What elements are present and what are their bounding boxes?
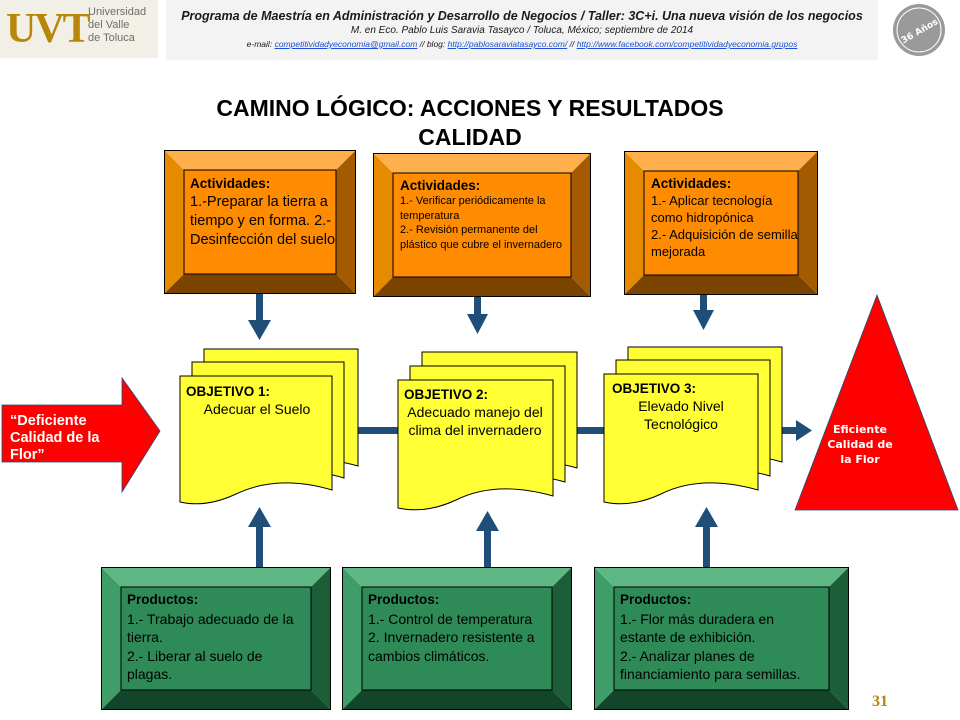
anniversary-seal-icon: 36 Años — [893, 4, 945, 56]
product-text: Productos: 1.- Control de temperatura 2.… — [368, 591, 550, 693]
university-line: Universidad — [88, 6, 147, 18]
bevel-frame — [624, 151, 818, 295]
objective-2-text: OBJETIVO 2: Adecuado manejo del clima de… — [400, 386, 550, 439]
product-label: Productos: — [620, 592, 692, 607]
product-box-2: Productos: 1.- Control de temperatura 2.… — [342, 567, 572, 710]
logo-text: UVT — [6, 6, 91, 52]
title-line: CAMINO LÓGICO: ACCIONES Y RESULTADOS — [216, 95, 724, 121]
email-prefix: e-mail: — [246, 39, 273, 49]
product-line: 1.- Control de temperatura — [368, 610, 533, 627]
header: UVT Universidad del Valle de Toluca Prog… — [0, 0, 960, 62]
program-line: Programa de Maestría en Administración y… — [181, 9, 863, 23]
objective-description: Adecuado manejo del clima del invernader… — [407, 404, 543, 438]
objective-1-text: OBJETIVO 1: Adecuar el Suelo — [182, 383, 332, 418]
product-label: Productos: — [368, 592, 440, 607]
start-condition-label: “Deficiente Calidad de la Flor” — [10, 413, 100, 463]
page-title: CAMINO LÓGICO: ACCIONES Y RESULTADOS CAL… — [180, 94, 760, 152]
objective-1-document-stack — [179, 348, 359, 505]
university-line: de Toluca — [88, 32, 135, 44]
activity-line: 2.- Adquisición de semilla mejorada — [651, 227, 798, 259]
activity-label: Actividades: — [190, 176, 271, 191]
up-arrow-icon — [695, 507, 718, 567]
product-line: 1.- Trabajo adecuado de la tierra. — [127, 610, 294, 646]
activity-text: Actividades: 1.- Verificar periódicament… — [400, 177, 574, 295]
up-arrow-icon — [476, 511, 499, 567]
product-line: 2.- Liberar al suelo de plagas. — [127, 647, 263, 683]
objective-2-document-stack — [397, 351, 578, 511]
activity-line: 1.- Verificar periódicamente la temperat… — [400, 195, 546, 222]
arrow-to-result-icon — [782, 420, 812, 441]
objective-3-text: OBJETIVO 3: Elevado Nivel Tecnológico — [606, 380, 756, 433]
bevel-frame — [164, 150, 356, 294]
down-arrow-icon — [248, 294, 271, 340]
connector-line — [358, 427, 398, 434]
activity-label: Actividades: — [400, 178, 481, 193]
bevel-frame — [373, 153, 591, 297]
activity-line: 1.-Preparar la tierra a tiempo y en form… — [190, 194, 336, 248]
university-logo: UVT Universidad del Valle de Toluca — [0, 0, 158, 58]
product-line: 1.- Flor más duradera en estante de exhi… — [620, 610, 775, 646]
separator: // blog: — [419, 39, 446, 49]
objective-description: Adecuar el Suelo — [203, 401, 311, 417]
separator: // — [569, 39, 575, 49]
university-name: Universidad del Valle de Toluca — [88, 6, 158, 45]
product-label: Productos: — [127, 592, 199, 607]
objective-3-document-stack — [603, 346, 783, 505]
start-arrow-shape — [1, 376, 161, 494]
product-box-3: Productos: 1.- Flor más duradera en esta… — [594, 567, 849, 710]
down-arrow-icon — [467, 294, 488, 334]
activity-line: 1.- Aplicar tecnología como hidropónica — [651, 193, 773, 225]
objective-label: OBJETIVO 1: — [186, 384, 271, 399]
result-label: Eficiente Calidad de la Flor — [827, 423, 893, 466]
email-link[interactable]: competitividadyeconomia@gmail.com — [274, 39, 418, 49]
activity-text: Actividades: 1.- Aplicar tecnología como… — [651, 175, 801, 283]
objective-label: OBJETIVO 2: — [404, 387, 489, 402]
up-arrow-icon — [248, 507, 271, 567]
product-text: Productos: 1.- Flor más duradera en esta… — [620, 591, 806, 703]
product-box-1: Productos: 1.- Trabajo adecuado de la ti… — [101, 567, 331, 710]
bevel-frame — [594, 567, 849, 710]
university-line: del Valle — [88, 19, 130, 31]
down-arrow-icon — [693, 292, 714, 330]
title-line: CALIDAD — [418, 124, 522, 150]
bevel-frame — [342, 567, 572, 710]
product-line: 2. Invernadero resistente a cambios clim… — [368, 629, 535, 664]
activity-line: 2.- Revisión permanente del plástico que… — [400, 224, 563, 251]
author-line: M. en Eco. Pablo Luis Saravia Tasayco / … — [350, 25, 694, 36]
blog-link[interactable]: http://pablosaraviatasayco.com/ — [447, 39, 568, 49]
bevel-frame — [101, 567, 331, 710]
objective-label: OBJETIVO 3: — [612, 381, 697, 396]
activity-box-3: Actividades: 1.- Aplicar tecnología como… — [624, 151, 818, 295]
objective-description: Elevado Nivel Tecnológico — [638, 398, 724, 432]
result-triangle-shape — [794, 293, 959, 511]
product-line: 2.- Analizar planes de financiamiento pa… — [620, 647, 801, 683]
product-text: Productos: 1.- Trabajo adecuado de la ti… — [127, 591, 309, 693]
activity-label: Actividades: — [651, 176, 732, 191]
header-info: Programa de Maestría en Administración y… — [166, 0, 878, 60]
activity-text: Actividades: 1.-Preparar la tierra a tie… — [190, 174, 338, 292]
connector-line — [576, 427, 606, 434]
contact-line: e-mail: competitividadyeconomia@gmail.co… — [166, 39, 878, 49]
activity-box-1: Actividades: 1.-Preparar la tierra a tie… — [164, 150, 356, 294]
page-number: 31 — [872, 693, 888, 710]
facebook-link[interactable]: http://www.facebook.com/competitividadye… — [576, 39, 798, 49]
activity-box-2: Actividades: 1.- Verificar periódicament… — [373, 153, 591, 297]
